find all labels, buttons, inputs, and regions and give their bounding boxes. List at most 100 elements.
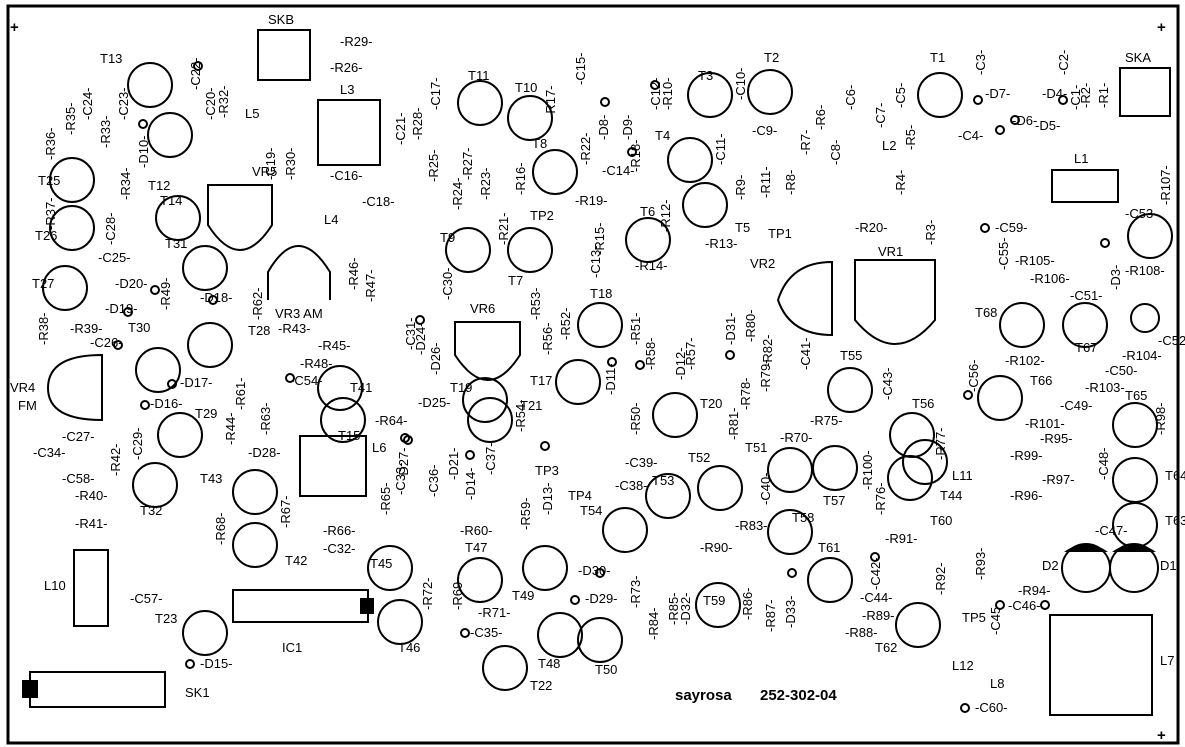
resistor-label-r22: -R22-	[578, 132, 593, 165]
transistor-t32	[132, 462, 178, 508]
diode-label-d4: -D4-	[1042, 86, 1067, 101]
l4-label: L4	[324, 212, 338, 227]
transistor-t20	[652, 392, 698, 438]
capacitor-label-c59: -C59-	[995, 220, 1028, 235]
resistor-label-r85: -R85-	[666, 592, 681, 625]
diode-label-d21: -D21-	[446, 447, 461, 480]
vr1-label: VR1	[878, 244, 903, 259]
diode-label-d16: -D16-	[150, 396, 183, 411]
resistor-label-r81: -R81-	[726, 407, 741, 440]
transistor-t2	[747, 69, 793, 115]
transistor-label-t45: T45	[370, 556, 392, 571]
test-pad-3	[650, 80, 660, 90]
l3-label: L3	[340, 82, 354, 97]
ic1-pin1-marker	[360, 598, 374, 614]
transistor-t64	[1112, 457, 1158, 503]
resistor-label-r49: -R49-	[158, 277, 173, 310]
capacitor-label-c11: -C11-	[713, 133, 728, 165]
capacitor-label-c43: -C43-	[880, 367, 895, 400]
transistor-t54	[602, 507, 648, 553]
capacitor-label-c40: -C40-	[758, 472, 773, 505]
vr4-label: VR4	[10, 380, 35, 395]
test-pad-4	[600, 97, 610, 107]
capacitor-label-c52: -C52-	[1158, 333, 1185, 348]
resistor-label-r20: -R20-	[855, 220, 888, 235]
diode-label-d10: -D10-	[136, 135, 151, 168]
transistor-label-t52: T52	[688, 450, 710, 465]
resistor-label-r50: -R50-	[628, 402, 643, 435]
resistor-label-r56: -R56-	[540, 322, 555, 355]
d2-band	[1064, 544, 1108, 552]
diode-label-d5: -D5-	[1035, 118, 1060, 133]
transistor-t9	[445, 227, 491, 273]
resistor-label-r105: -R105-	[1015, 253, 1055, 268]
resistor-label-r41: -R41-	[75, 516, 108, 531]
capacitor-label-c50: -C50-	[1105, 363, 1138, 378]
transistor-t3	[687, 72, 733, 118]
transistor-t58	[767, 509, 813, 555]
transistor-t45	[367, 545, 413, 591]
resistor-label-r65: -R65-	[378, 482, 393, 515]
resistor-label-r42: -R42-	[108, 443, 123, 476]
diode-label-d29: -D29-	[585, 591, 618, 606]
resistor-label-r10: -R10-	[660, 77, 675, 110]
transistor-t47	[457, 557, 503, 603]
l1-coil	[1051, 169, 1119, 203]
resistor-label-r91: -R91-	[885, 531, 918, 546]
l6-coil-can	[299, 435, 367, 497]
capacitor-label-c42: -C42-	[868, 557, 883, 590]
resistor-label-r19: -R19-	[575, 193, 608, 208]
capacitor-label-c38: -C38-	[615, 478, 648, 493]
l10-label: L10	[44, 578, 66, 593]
capacitor-label-c45: -C45-	[988, 602, 1003, 635]
diode-label-d32: -D32-	[678, 592, 693, 625]
transistor-t18	[577, 302, 623, 348]
test-pad-30	[1058, 95, 1068, 105]
capacitor-label-c22: -C22-	[188, 57, 203, 90]
resistor-label-r14: -R14-	[635, 258, 668, 273]
resistor-label-r45: -R45-	[318, 338, 351, 353]
capacitor-label-c16: -C16-	[330, 168, 363, 183]
resistor-label-r71: -R71-	[478, 605, 511, 620]
tp1-label: TP1	[768, 226, 792, 241]
resistor-label-r57: -R57-	[683, 337, 698, 370]
resistor-label-r97: -R97-	[1042, 472, 1075, 487]
resistor-label-r60: -R60-	[460, 523, 493, 538]
test-pad-0	[540, 441, 550, 451]
resistor-label-r66: -R66-	[323, 523, 356, 538]
transistor-label-t17: T17	[530, 373, 552, 388]
transistor-label-t14: T14	[160, 193, 182, 208]
resistor-label-r72: -R72-	[420, 577, 435, 610]
vr6-trimmer	[454, 321, 521, 381]
ic1-label: IC1	[282, 640, 302, 655]
transistor-label-t30: T30	[128, 320, 150, 335]
resistor-label-r34: -R34-	[118, 167, 133, 200]
skb-connector	[257, 29, 311, 81]
corner-mark-top-left: +	[10, 19, 19, 36]
diode-label-d27: -D27-	[396, 447, 411, 480]
transistor-t41	[317, 365, 363, 411]
test-pad-9	[963, 390, 973, 400]
resistor-label-r93: -R93-	[973, 547, 988, 580]
test-pad-13	[870, 552, 880, 562]
resistor-label-r15: -R15-	[592, 222, 607, 255]
capacitor-label-c7: -C7-	[873, 103, 888, 128]
diode-label-d8: -D8-	[596, 115, 611, 140]
resistor-label-r67: -R67-	[278, 495, 293, 528]
transistor-label-t15: T15	[338, 428, 360, 443]
l3-coil-can	[317, 99, 381, 166]
capacitor-label-c56: -C56-	[966, 359, 981, 392]
test-pad-22	[123, 307, 133, 317]
diode-label-d33: -D33-	[783, 595, 798, 628]
transistor-t13	[127, 62, 173, 108]
resistor-label-r70: -R70-	[780, 430, 813, 445]
transistor-label-t64: T64	[1165, 468, 1185, 483]
transistor-label-t29: T29	[195, 406, 217, 421]
resistor-label-r86: -R86-	[740, 587, 755, 620]
resistor-label-r103: -R103-	[1085, 380, 1125, 395]
test-pad-6	[138, 119, 148, 129]
transistor-t28	[187, 322, 233, 368]
diode-label-d19: -D19-	[105, 301, 138, 316]
resistor-label-r11: -R11-	[758, 166, 773, 198]
capacitor-label-c19: -C19-	[263, 147, 278, 180]
